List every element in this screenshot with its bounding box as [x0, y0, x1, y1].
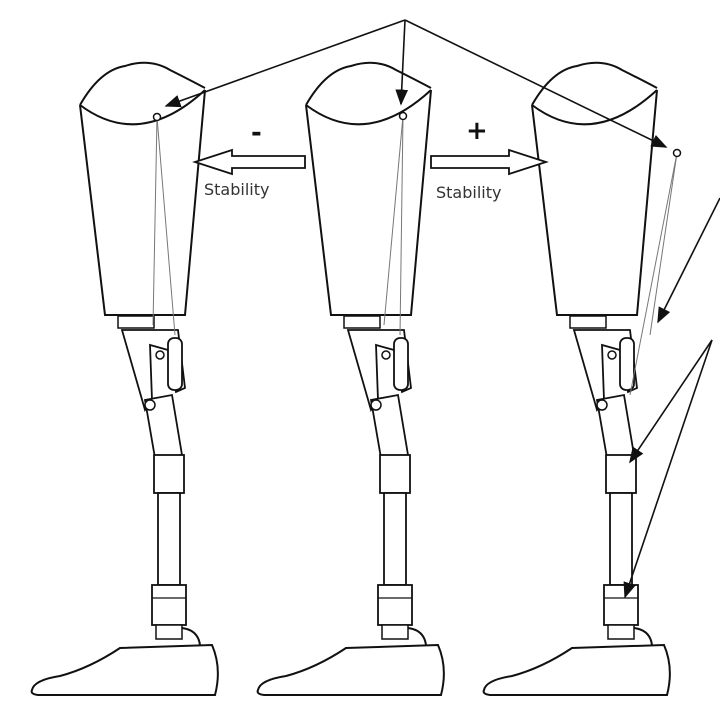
increase-stability-arrow [430, 148, 549, 176]
load-lines [152, 115, 678, 396]
alignment-point-marker [398, 111, 408, 121]
pointer-arrows [164, 19, 720, 599]
decrease-stability-arrow [192, 148, 306, 176]
alignment-point-marker [672, 148, 682, 158]
alignment-point-marker [152, 112, 162, 122]
stability-label-right: Stability [436, 183, 502, 202]
minus-sign: - [251, 118, 262, 148]
plus-sign: + [466, 116, 488, 146]
prosthesis-reduced-stability [30, 61, 219, 697]
stability-label-left: Stability [204, 180, 270, 199]
